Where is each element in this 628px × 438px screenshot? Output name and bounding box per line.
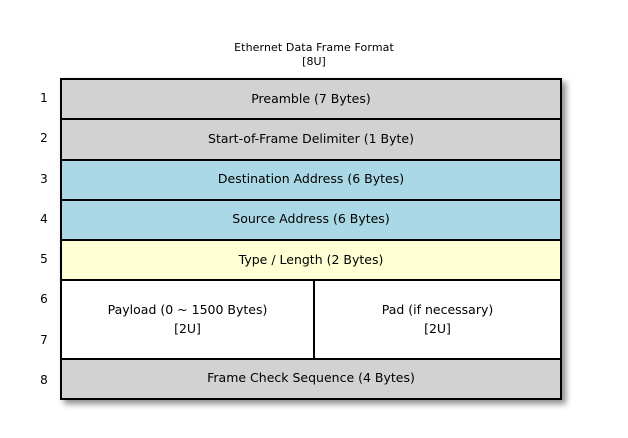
row-number-3: 3: [40, 171, 48, 186]
frame-field-label: Source Address (6 Bytes): [232, 211, 390, 227]
row-number-5: 5: [40, 252, 48, 267]
frame-field-label: Frame Check Sequence (4 Bytes): [207, 370, 415, 386]
diagram-title-block: Ethernet Data Frame Format [8U]: [0, 41, 628, 69]
frame-field-type-length: Type / Length (2 Bytes): [62, 241, 560, 282]
frame-field-label: Start-of-Frame Delimiter (1 Byte): [208, 130, 414, 146]
row-number-8: 8: [40, 372, 48, 387]
row-number-6: 6: [40, 292, 48, 307]
frame-field-label: Type / Length (2 Bytes): [238, 251, 384, 267]
ethernet-frame-table: Preamble (7 Bytes) Start-of-Frame Delimi…: [60, 78, 562, 400]
frame-field-pad: Pad (if necessary) [2U]: [315, 281, 560, 358]
row-number-4: 4: [40, 211, 48, 226]
page-title: Ethernet Data Frame Format: [234, 41, 394, 54]
diagram-subtitle: [8U]: [302, 55, 326, 68]
frame-field-destination-address: Destination Address (6 Bytes): [62, 160, 560, 201]
row-number-2: 2: [40, 131, 48, 146]
frame-field-start-of-frame-delimiter: Start-of-Frame Delimiter (1 Byte): [62, 120, 560, 161]
frame-field-frame-check-sequence: Frame Check Sequence (4 Bytes): [62, 359, 560, 398]
frame-field-label: Destination Address (6 Bytes): [217, 171, 405, 187]
frame-field-preamble: Preamble (7 Bytes): [62, 80, 560, 121]
frame-field-label: Payload (0 ~ 1500 Bytes): [107, 301, 268, 317]
frame-field-sublabel: [2U]: [424, 320, 451, 336]
frame-field-source-address: Source Address (6 Bytes): [62, 200, 560, 241]
row-number-1: 1: [40, 91, 48, 106]
frame-field-label: Pad (if necessary): [381, 301, 494, 317]
row-number-gutter: 1 2 3 4 5 6 7 8: [30, 78, 58, 400]
frame-field-payload: Payload (0 ~ 1500 Bytes) [2U]: [62, 281, 315, 358]
row-number-7: 7: [40, 332, 48, 347]
frame-field-sublabel: [2U]: [174, 320, 201, 336]
frame-field-label: Preamble (7 Bytes): [251, 90, 371, 106]
frame-field-payload-pad-row: Payload (0 ~ 1500 Bytes) [2U] Pad (if ne…: [62, 281, 560, 360]
